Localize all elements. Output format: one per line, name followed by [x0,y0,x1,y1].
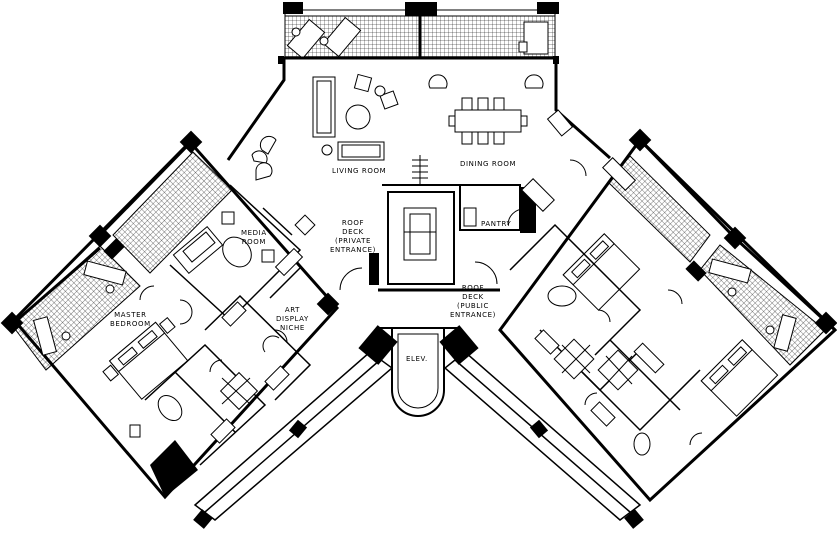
central-walls [226,56,611,161]
roof-deck-public-line2: DECK [462,293,484,301]
dining-room-label: DINING ROOM [460,160,517,168]
dining-furniture [428,74,574,145]
art-niche-line1: ART [284,306,301,314]
roof-deck-public-line1: ROOF [461,284,485,292]
lounge-chair [322,16,362,58]
master-bedroom-label: MASTER BEDROOM [110,311,151,329]
roof-deck-public-label: ROOF DECK (PUBLIC ENTRANCE) [450,284,496,320]
elevator-label: ELEV. [406,355,428,363]
media-room-label-line1: MEDIA [241,229,267,237]
living-furniture [251,73,399,181]
walkways [193,327,642,521]
master-bedroom-label-line1: MASTER [114,311,147,319]
walkway-posts [193,325,644,529]
living-room-label: LIVING ROOM [332,167,387,175]
media-room-label: MEDIA ROOM [241,229,267,247]
art-niche-line2: DISPLAY [276,315,309,323]
right-wing [498,128,837,503]
roof-deck-private-line3: (PRIVATE [335,237,371,245]
pantry-label: PANTRY [481,220,512,228]
art-niche-label: ART DISPLAY NICHE [276,306,309,333]
roof-deck-private-line4: ENTRANCE) [330,246,376,254]
roof-deck-private-line2: DECK [342,228,364,236]
media-room-label-line2: ROOM [241,238,267,246]
roof-deck-private-label: ROOF DECK (PRIVATE ENTRANCE) [330,219,376,255]
art-niche-line3: NICHE [280,324,305,332]
central-core [339,155,536,292]
left-wing [0,130,340,500]
master-bedroom-label-line2: BEDROOM [110,320,151,328]
roof-deck-public-line4: ENTRANCE) [450,311,496,319]
top-terrace [278,2,559,64]
roof-deck-public-line3: (PUBLIC [457,302,489,310]
door-swings [139,208,598,406]
roof-deck-private-line1: ROOF [341,219,365,227]
